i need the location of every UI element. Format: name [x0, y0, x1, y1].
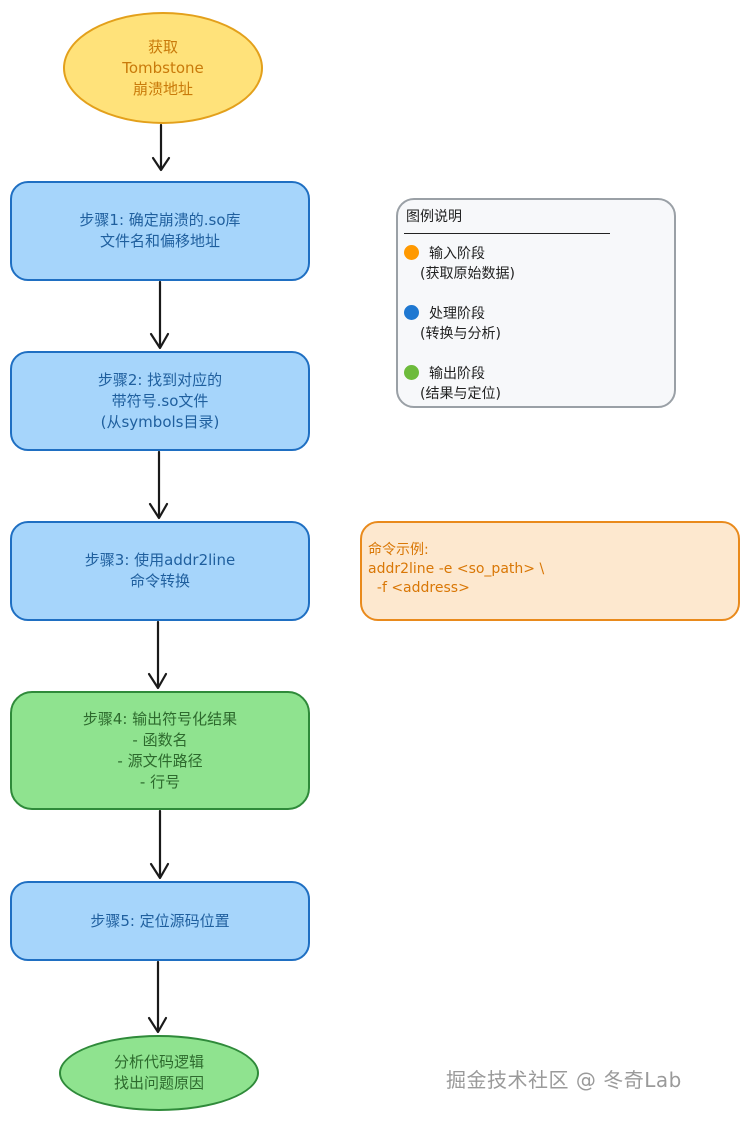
step-4-label: 步骤4: 输出符号化结果 - 函数名 - 源文件路径 - 行号	[82, 709, 238, 791]
legend-item-process-label: 处理阶段	[429, 306, 485, 322]
command-example-line-1: addr2line -e <so_path> \	[368, 561, 545, 577]
step-1-label: 步骤1: 确定崩溃的.so库 文件名和偏移地址	[79, 211, 241, 250]
legend-item-process-sub: (转换与分析)	[420, 326, 501, 342]
green-dot-icon	[404, 365, 419, 380]
step-2-node: 步骤2: 找到对应的 带符号.so文件 (从symbols目录)	[10, 351, 310, 451]
legend-box: 图例说明 输入阶段 (获取原始数据) 处理阶段 (转换与分析) 输出阶段 (结果…	[396, 198, 676, 408]
end-node: 分析代码逻辑 找出问题原因	[59, 1035, 259, 1111]
command-example-line-2: -f <address>	[368, 580, 470, 596]
legend-item-output-label: 输出阶段	[429, 366, 485, 382]
legend-title: 图例说明	[406, 209, 462, 225]
command-example-title: 命令示例:	[368, 542, 429, 558]
orange-dot-icon	[404, 245, 419, 260]
legend-divider	[404, 233, 610, 234]
step-4-node: 步骤4: 输出符号化结果 - 函数名 - 源文件路径 - 行号	[10, 691, 310, 810]
end-node-label: 分析代码逻辑 找出问题原因	[113, 1053, 204, 1092]
watermark: 掘金技术社区 @ 冬奇Lab	[446, 1068, 682, 1092]
step-2-label: 步骤2: 找到对应的 带符号.so文件 (从symbols目录)	[97, 370, 223, 431]
legend-item-output-sub: (结果与定位)	[420, 386, 501, 402]
command-example-box: 命令示例: addr2line -e <so_path> \ -f <addre…	[360, 521, 740, 621]
start-node-label: 获取 Tombstone 崩溃地址	[122, 37, 204, 98]
blue-dot-icon	[404, 305, 419, 320]
legend-item-input: 输入阶段 (获取原始数据)	[404, 244, 664, 284]
legend-item-process: 处理阶段 (转换与分析)	[404, 304, 664, 344]
step-3-node: 步骤3: 使用addr2line 命令转换	[10, 521, 310, 621]
legend-item-input-label: 输入阶段	[429, 246, 485, 262]
start-node: 获取 Tombstone 崩溃地址	[63, 12, 263, 124]
step-5-label: 步骤5: 定位源码位置	[90, 911, 230, 930]
legend-item-output: 输出阶段 (结果与定位)	[404, 364, 664, 404]
legend-item-input-sub: (获取原始数据)	[420, 266, 515, 282]
step-3-label: 步骤3: 使用addr2line 命令转换	[84, 551, 236, 590]
step-5-node: 步骤5: 定位源码位置	[10, 881, 310, 961]
step-1-node: 步骤1: 确定崩溃的.so库 文件名和偏移地址	[10, 181, 310, 281]
